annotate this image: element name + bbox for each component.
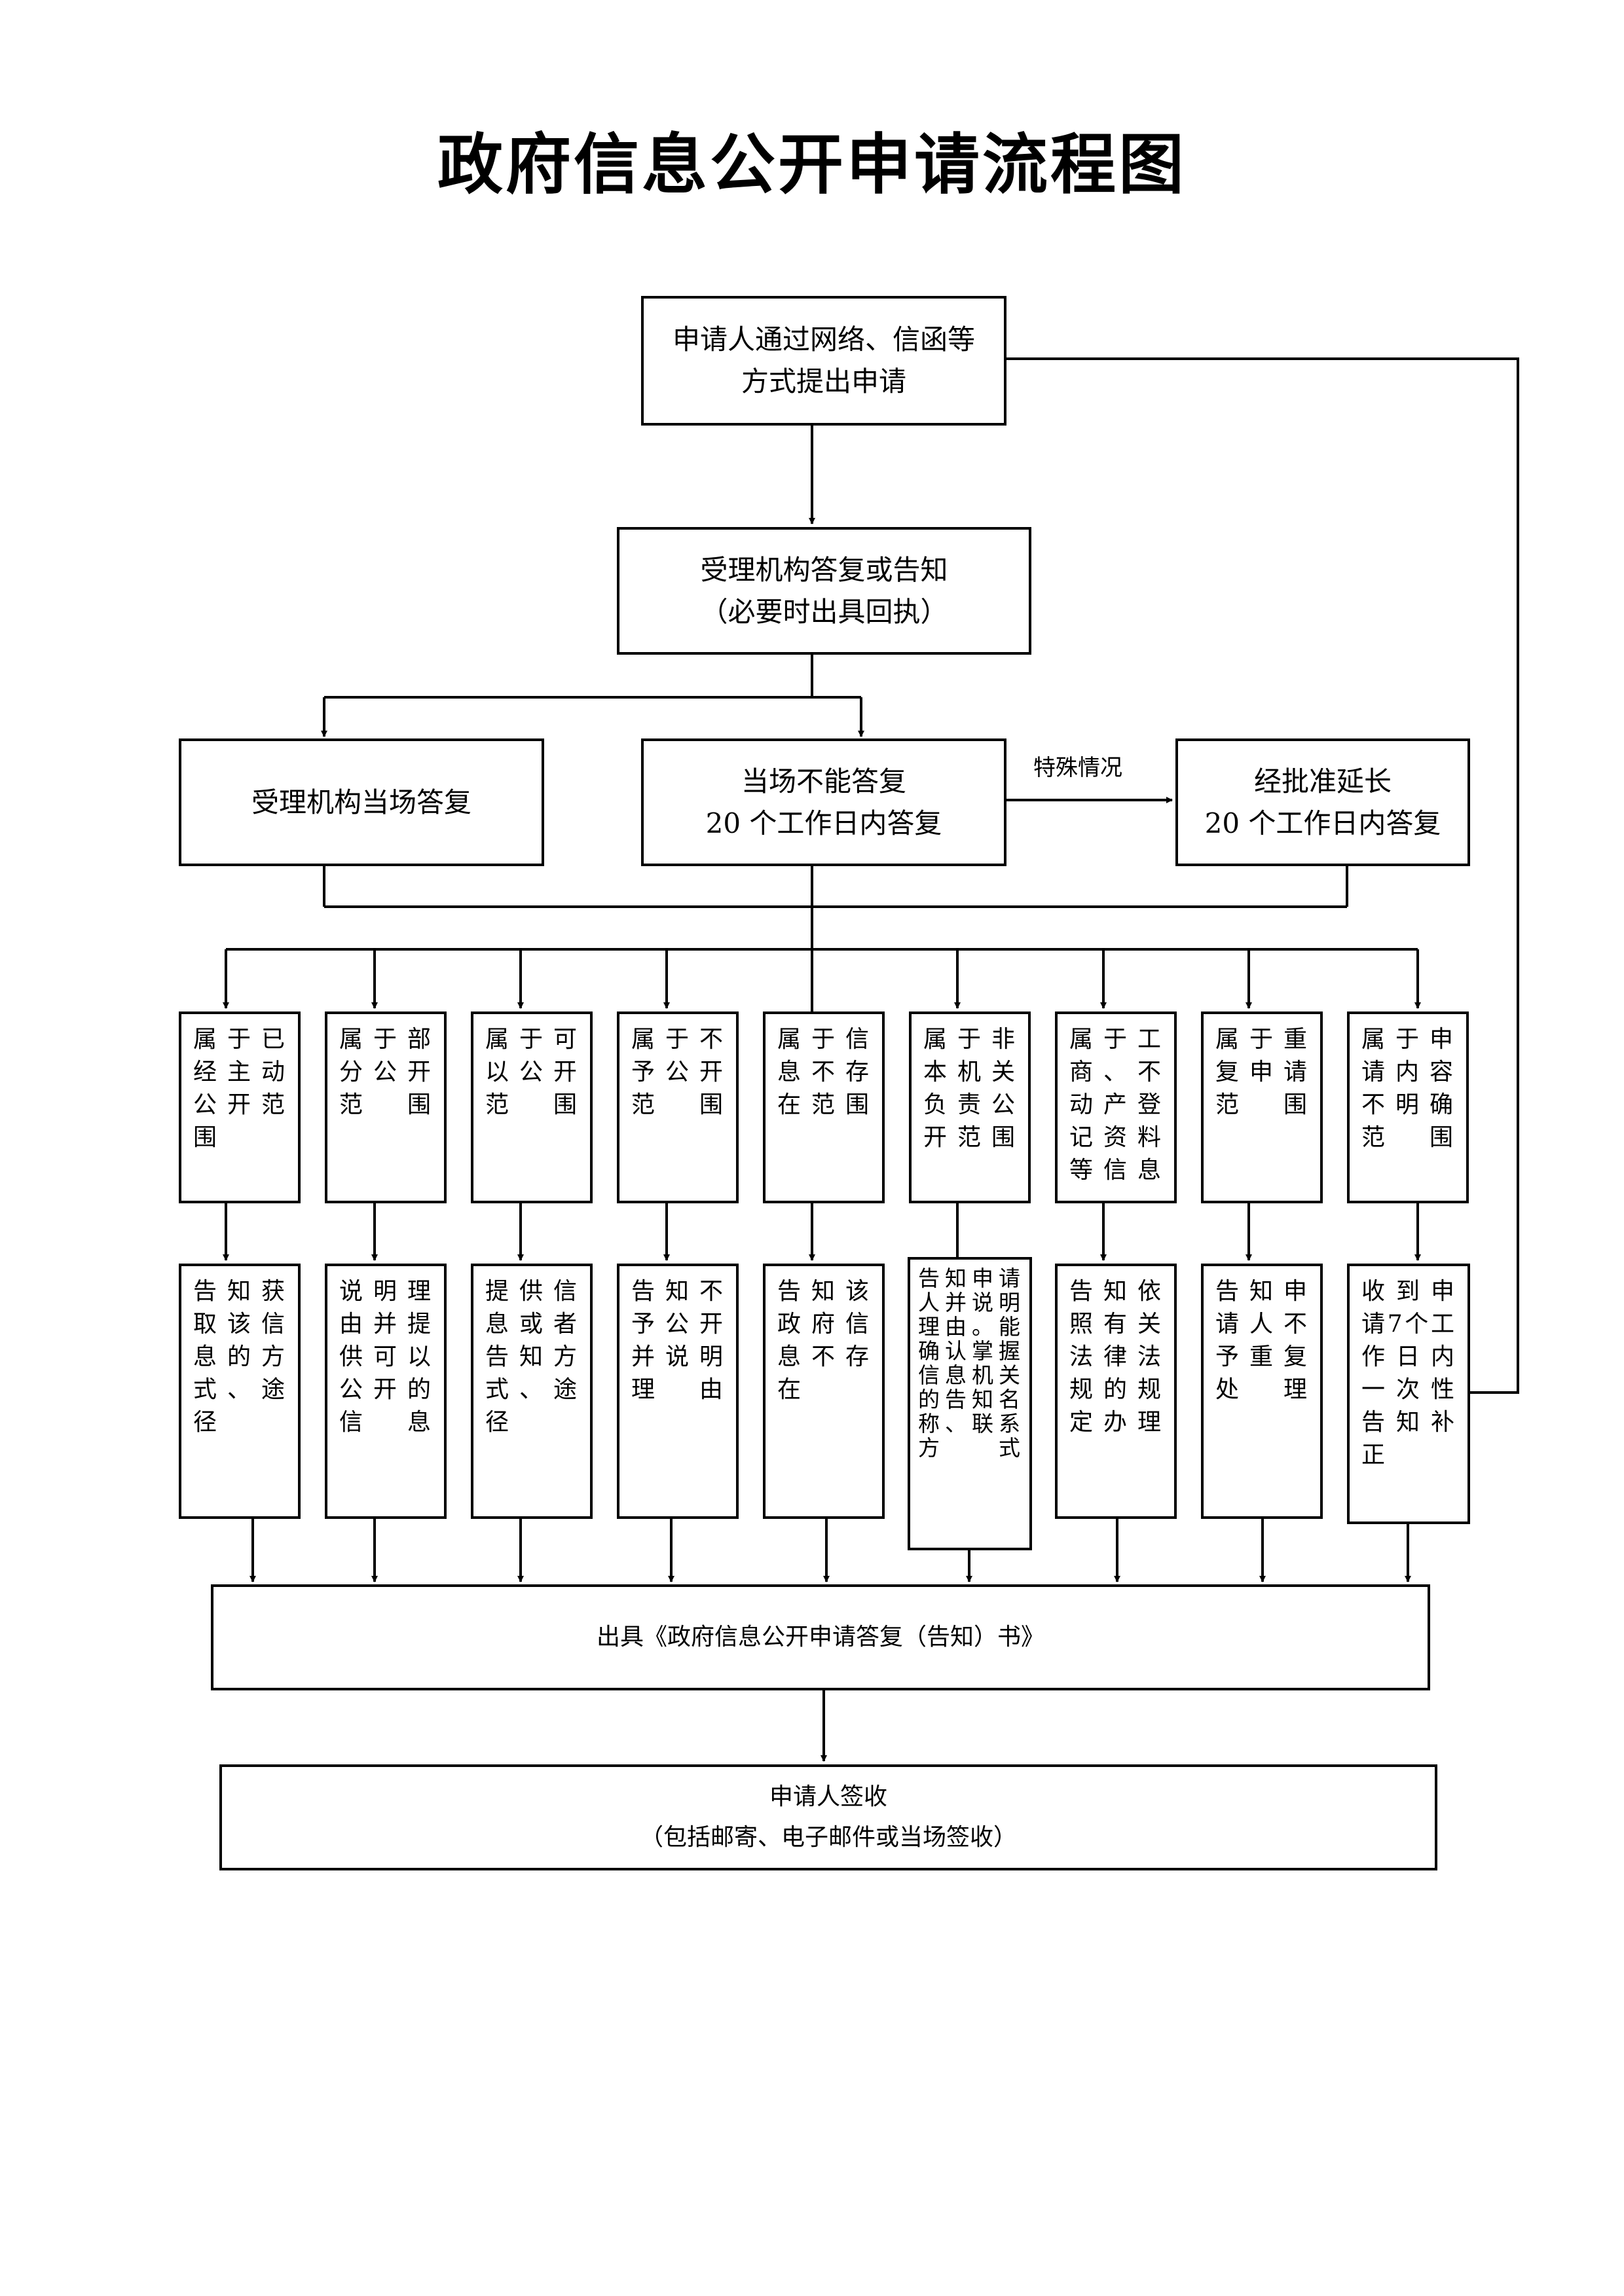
category-text: 属于可以公开范围	[485, 1026, 578, 1118]
category-text: 属于不予公开范围	[631, 1026, 724, 1118]
action-text: 告知依照有关法律法规的规定办理	[1069, 1278, 1162, 1436]
category-box-not-exist: 属于信息不存在范围	[763, 1011, 885, 1203]
action-box-published: 告知获取该信息的方式、途径	[179, 1264, 301, 1519]
category-text: 属于部分公开范围	[339, 1026, 432, 1118]
issue-notice-text: 出具《政府信息公开申请答复（告知）书》	[596, 1624, 1044, 1650]
accept-box: 受理机构答复或告知 （必要时出具回执）	[617, 527, 1031, 655]
action-box-not-disclosable: 告知不予公开并说明理由	[617, 1264, 739, 1519]
category-text: 属于重复申请范围	[1215, 1026, 1308, 1118]
receipt-line1: 申请人签收	[769, 1783, 887, 1810]
category-box-published: 属于已经主动公开范围	[179, 1011, 301, 1203]
action-text: 告知该政府信息不存在	[777, 1278, 870, 1403]
category-box-partial: 属于部分公开范围	[325, 1011, 447, 1203]
category-box-unclear: 属于申请内容不明确范围	[1347, 1011, 1469, 1203]
category-text: 属于已经主动公开范围	[193, 1026, 286, 1151]
on-site-reply-box: 受理机构当场答复	[179, 738, 544, 866]
action-box-registration: 告知依照有关法律法规的规定办理	[1055, 1264, 1177, 1519]
accept-line2: （必要时出具回执）	[700, 595, 948, 628]
action-box-disclosable: 提供信息或者告知方式、途径	[471, 1264, 593, 1519]
action-box-repeat: 告知申请人不予重复处理	[1201, 1264, 1323, 1519]
action-text: 告知不予公开并说明理由	[631, 1278, 724, 1403]
accept-line1: 受理机构答复或告知	[700, 553, 948, 586]
action-text: 告知获取该信息的方式、途径	[193, 1278, 286, 1436]
category-text: 属于申请内容不明确范围	[1361, 1026, 1454, 1151]
category-box-disclosable: 属于可以公开范围	[471, 1011, 593, 1203]
category-text: 属于非本机关负责公开范围	[923, 1026, 1016, 1151]
category-box-other-agency: 属于非本机关负责公开范围	[909, 1011, 1031, 1203]
action-text: 说明理由并提供可以公开的信息	[339, 1278, 432, 1436]
receipt-box: 申请人签收 （包括邮寄、电子邮件或当场签收）	[219, 1764, 1437, 1870]
receipt-line2: （包括邮寄、电子邮件或当场签收）	[639, 1824, 1017, 1851]
deferred-reply-box: 当场不能答复 20 个工作日内答复	[641, 738, 1006, 866]
action-text: 收到申请7个工作日内一次性告知补正	[1361, 1278, 1456, 1468]
category-text: 属于信息不存在范围	[777, 1026, 870, 1118]
deferred-reply-line1: 当场不能答复	[741, 765, 906, 797]
apply-line1: 申请人通过网络、信函等	[672, 323, 975, 355]
arrows-to-categories	[223, 949, 1421, 1009]
loop-step1-to-correction	[1006, 357, 1519, 1394]
on-site-reply-text: 受理机构当场答复	[251, 786, 471, 818]
extension-line2: 20 个工作日内答复	[1204, 807, 1441, 839]
category-box-not-disclosable: 属于不予公开范围	[617, 1011, 739, 1203]
apply-box: 申请人通过网络、信函等 方式提出申请	[641, 296, 1006, 426]
action-box-not-exist: 告知该政府信息不存在	[763, 1264, 885, 1519]
special-case-label: 特殊情况	[1033, 755, 1122, 781]
category-text: 属于工商、不动产登记资料等信息	[1069, 1026, 1162, 1184]
action-box-partial: 说明理由并提供可以公开的信息	[325, 1264, 447, 1519]
action-box-unclear: 收到申请7个工作日内一次性告知补正	[1347, 1264, 1470, 1524]
issue-notice-box: 出具《政府信息公开申请答复（告知）书》	[211, 1584, 1430, 1690]
action-text: 提供信息或者告知方式、途径	[485, 1278, 578, 1436]
action-text: 告知申请人不予重复处理	[1215, 1278, 1308, 1403]
extension-box: 经批准延长 20 个工作日内答复	[1175, 738, 1470, 866]
deferred-reply-line2: 20 个工作日内答复	[705, 807, 942, 839]
extension-line1: 经批准延长	[1253, 765, 1392, 797]
category-box-registration: 属于工商、不动产登记资料等信息	[1055, 1011, 1177, 1203]
arrows-action-to-issue	[249, 1519, 1411, 1582]
category-box-repeat: 属于重复申请范围	[1201, 1011, 1323, 1203]
action-box-other-agency: 告知申请人并说明理由。能确认掌握信息机关的告知名称、联系方式	[908, 1257, 1032, 1550]
action-text: 告知申请人并说明理由。能确认掌握信息机关的告知名称、联系方式	[918, 1266, 1022, 1461]
page-title: 政府信息公开申请流程图	[437, 126, 1187, 203]
arrows-category-to-action	[223, 1203, 1421, 1267]
apply-line2: 方式提出申请	[741, 365, 906, 397]
